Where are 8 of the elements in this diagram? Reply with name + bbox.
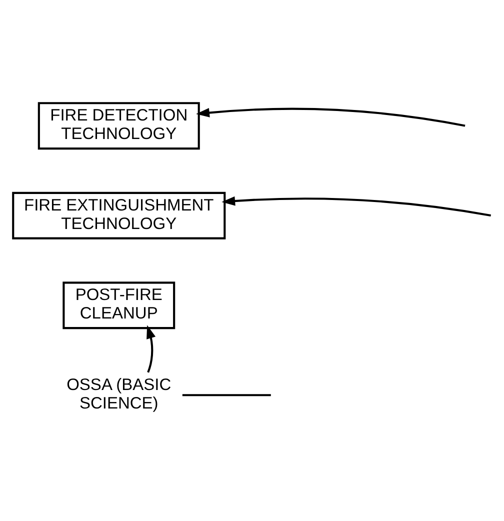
arrow	[146, 325, 156, 373]
node-box: FIRE EXTINGUISHMENT TECHNOLOGY	[12, 192, 226, 240]
node-box: POST-FIRE CLEANUP	[62, 282, 175, 330]
node-box: FIRE DETECTION TECHNOLOGY	[37, 102, 200, 150]
node-text: OSSA (BASIC SCIENCE)	[66, 376, 171, 412]
arrow	[196, 108, 465, 127]
connector	[182, 394, 270, 396]
arrow	[221, 196, 491, 217]
